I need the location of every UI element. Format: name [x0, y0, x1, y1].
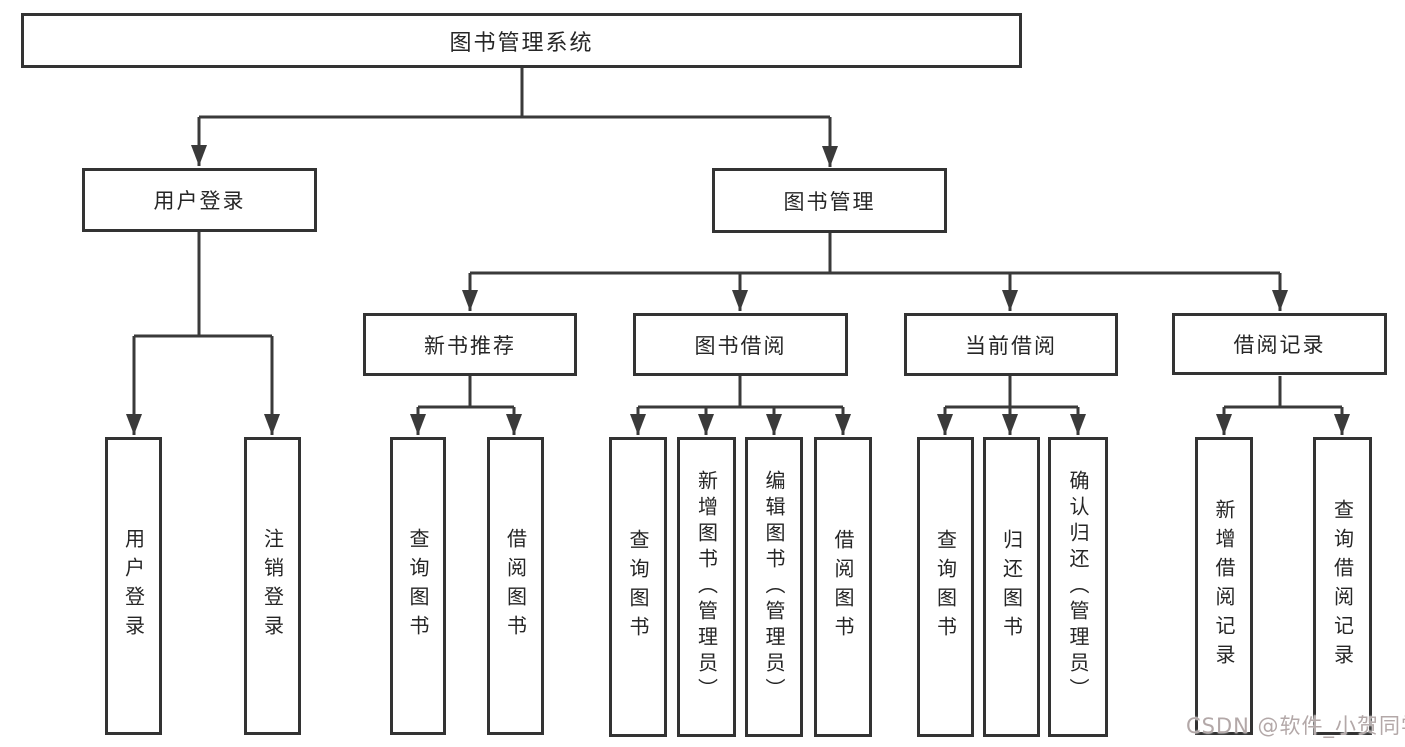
- leaf-query-books-recommend: 查询图书: [390, 437, 446, 735]
- leaf-edit-books-admin: 编辑图书（管理员）: [745, 437, 803, 737]
- leaf-borrow-books: 借阅图书: [814, 437, 872, 737]
- leaf-logout-login: 注销登录: [244, 437, 301, 735]
- node-root: 图书管理系统: [21, 13, 1022, 68]
- node-borrow-records: 借阅记录: [1172, 313, 1387, 375]
- leaf-query-books-current: 查询图书: [917, 437, 974, 737]
- leaf-user-login: 用户登录: [105, 437, 162, 735]
- leaf-confirm-return-admin: 确认归还（管理员）: [1048, 437, 1108, 737]
- leaf-add-books-admin: 新增图书（管理员）: [677, 437, 736, 737]
- node-book-borrow: 图书借阅: [633, 313, 848, 376]
- watermark: CSDN @软件_小贺同学: [1186, 714, 1405, 738]
- leaf-borrow-books-recommend: 借阅图书: [487, 437, 544, 735]
- leaf-query-borrow-record: 查询借阅记录: [1313, 437, 1372, 735]
- leaf-add-borrow-record: 新增借阅记录: [1195, 437, 1253, 735]
- node-book-management: 图书管理: [712, 168, 947, 233]
- node-user-login: 用户登录: [82, 168, 317, 232]
- leaf-return-books: 归还图书: [983, 437, 1040, 737]
- node-new-book-recommend: 新书推荐: [363, 313, 577, 376]
- node-current-borrow: 当前借阅: [904, 313, 1118, 376]
- leaf-query-books-borrow: 查询图书: [609, 437, 667, 737]
